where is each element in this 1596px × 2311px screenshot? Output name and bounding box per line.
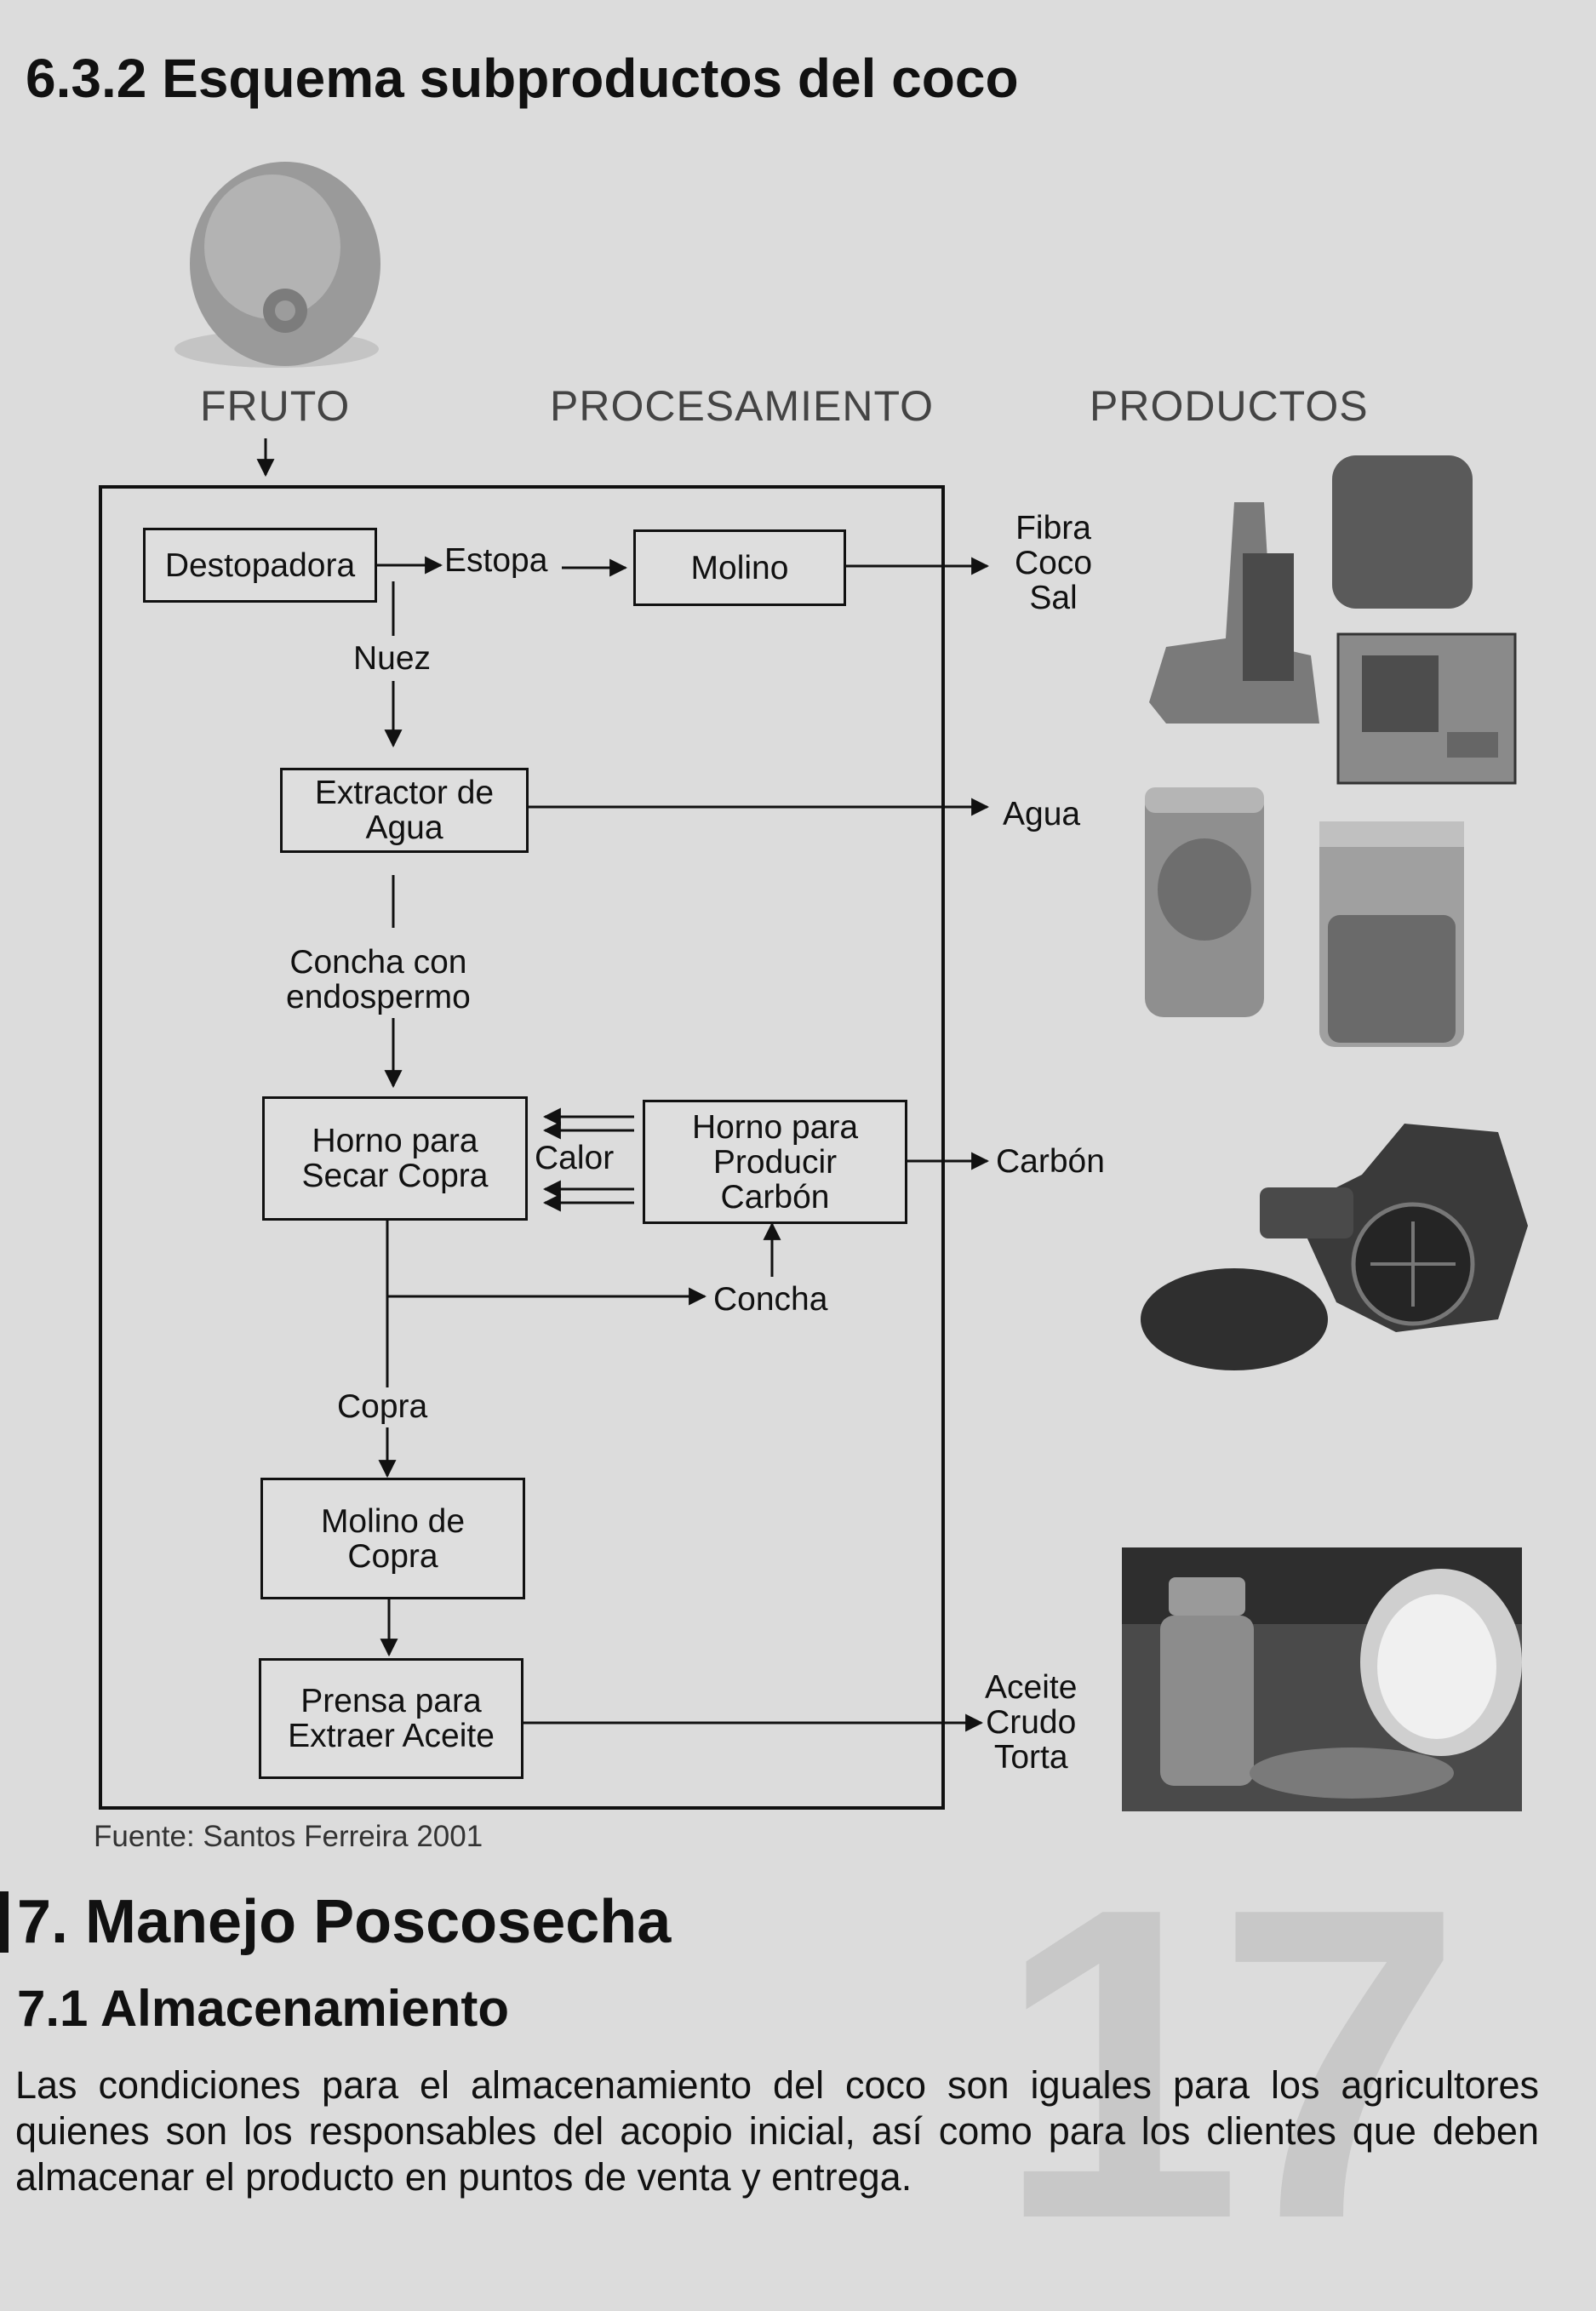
label-concha-endospermo: Concha con endospermo — [286, 944, 471, 1015]
coir-products-photo — [1149, 455, 1517, 785]
page-number: 17 — [996, 1816, 1462, 2311]
product-agua: Agua — [1003, 796, 1081, 832]
node-molino-de-copra: Molino de Copra — [260, 1478, 525, 1599]
section-title: 6.3.2 Esquema subproductos del coco — [26, 48, 1019, 109]
column-header-fruit: FRUTO — [200, 382, 351, 430]
label-estopa: Estopa — [444, 542, 548, 579]
column-header-products: PRODUCTOS — [1090, 382, 1369, 430]
node-molino: Molino — [633, 529, 846, 606]
label-calor: Calor — [535, 1140, 615, 1176]
label-copra: Copra — [337, 1388, 428, 1425]
body-paragraph: Las condiciones para el almacenamiento d… — [15, 2063, 1539, 2199]
subsection-title: 7.1 Almacenamiento — [17, 1980, 509, 2037]
chapter-title: 7. Manejo Poscosecha — [17, 1888, 672, 1956]
node-extractor-agua: Extractor de Agua — [280, 768, 529, 853]
source-note: Fuente: Santos Ferreira 2001 — [94, 1820, 483, 1853]
product-fibra-coco-sal: Fibra Coco Sal — [1015, 510, 1093, 616]
process-frame — [99, 485, 945, 1810]
coconut-water-photo — [1145, 787, 1464, 1047]
label-nuez: Nuez — [353, 640, 432, 677]
node-prensa-extraer-aceite: Prensa para Extraer Aceite — [259, 1658, 523, 1779]
column-header-processing: PROCESAMIENTO — [550, 382, 935, 430]
flow-connectors — [99, 438, 990, 1810]
product-carbon: Carbón — [996, 1143, 1105, 1180]
label-concha: Concha — [713, 1281, 828, 1318]
product-aceite-crudo-torta: Aceite Crudo Torta — [985, 1669, 1078, 1776]
node-horno-secar-copra: Horno para Secar Copra — [262, 1096, 528, 1221]
chapter-bar — [0, 1891, 9, 1953]
coconut-image — [174, 162, 380, 368]
node-destopadora: Destopadora — [143, 528, 377, 603]
coconut-oil-photo — [1122, 1547, 1522, 1811]
node-horno-producir-carbon: Horno para Producir Carbón — [643, 1100, 907, 1224]
charcoal-photo — [1141, 1124, 1528, 1370]
